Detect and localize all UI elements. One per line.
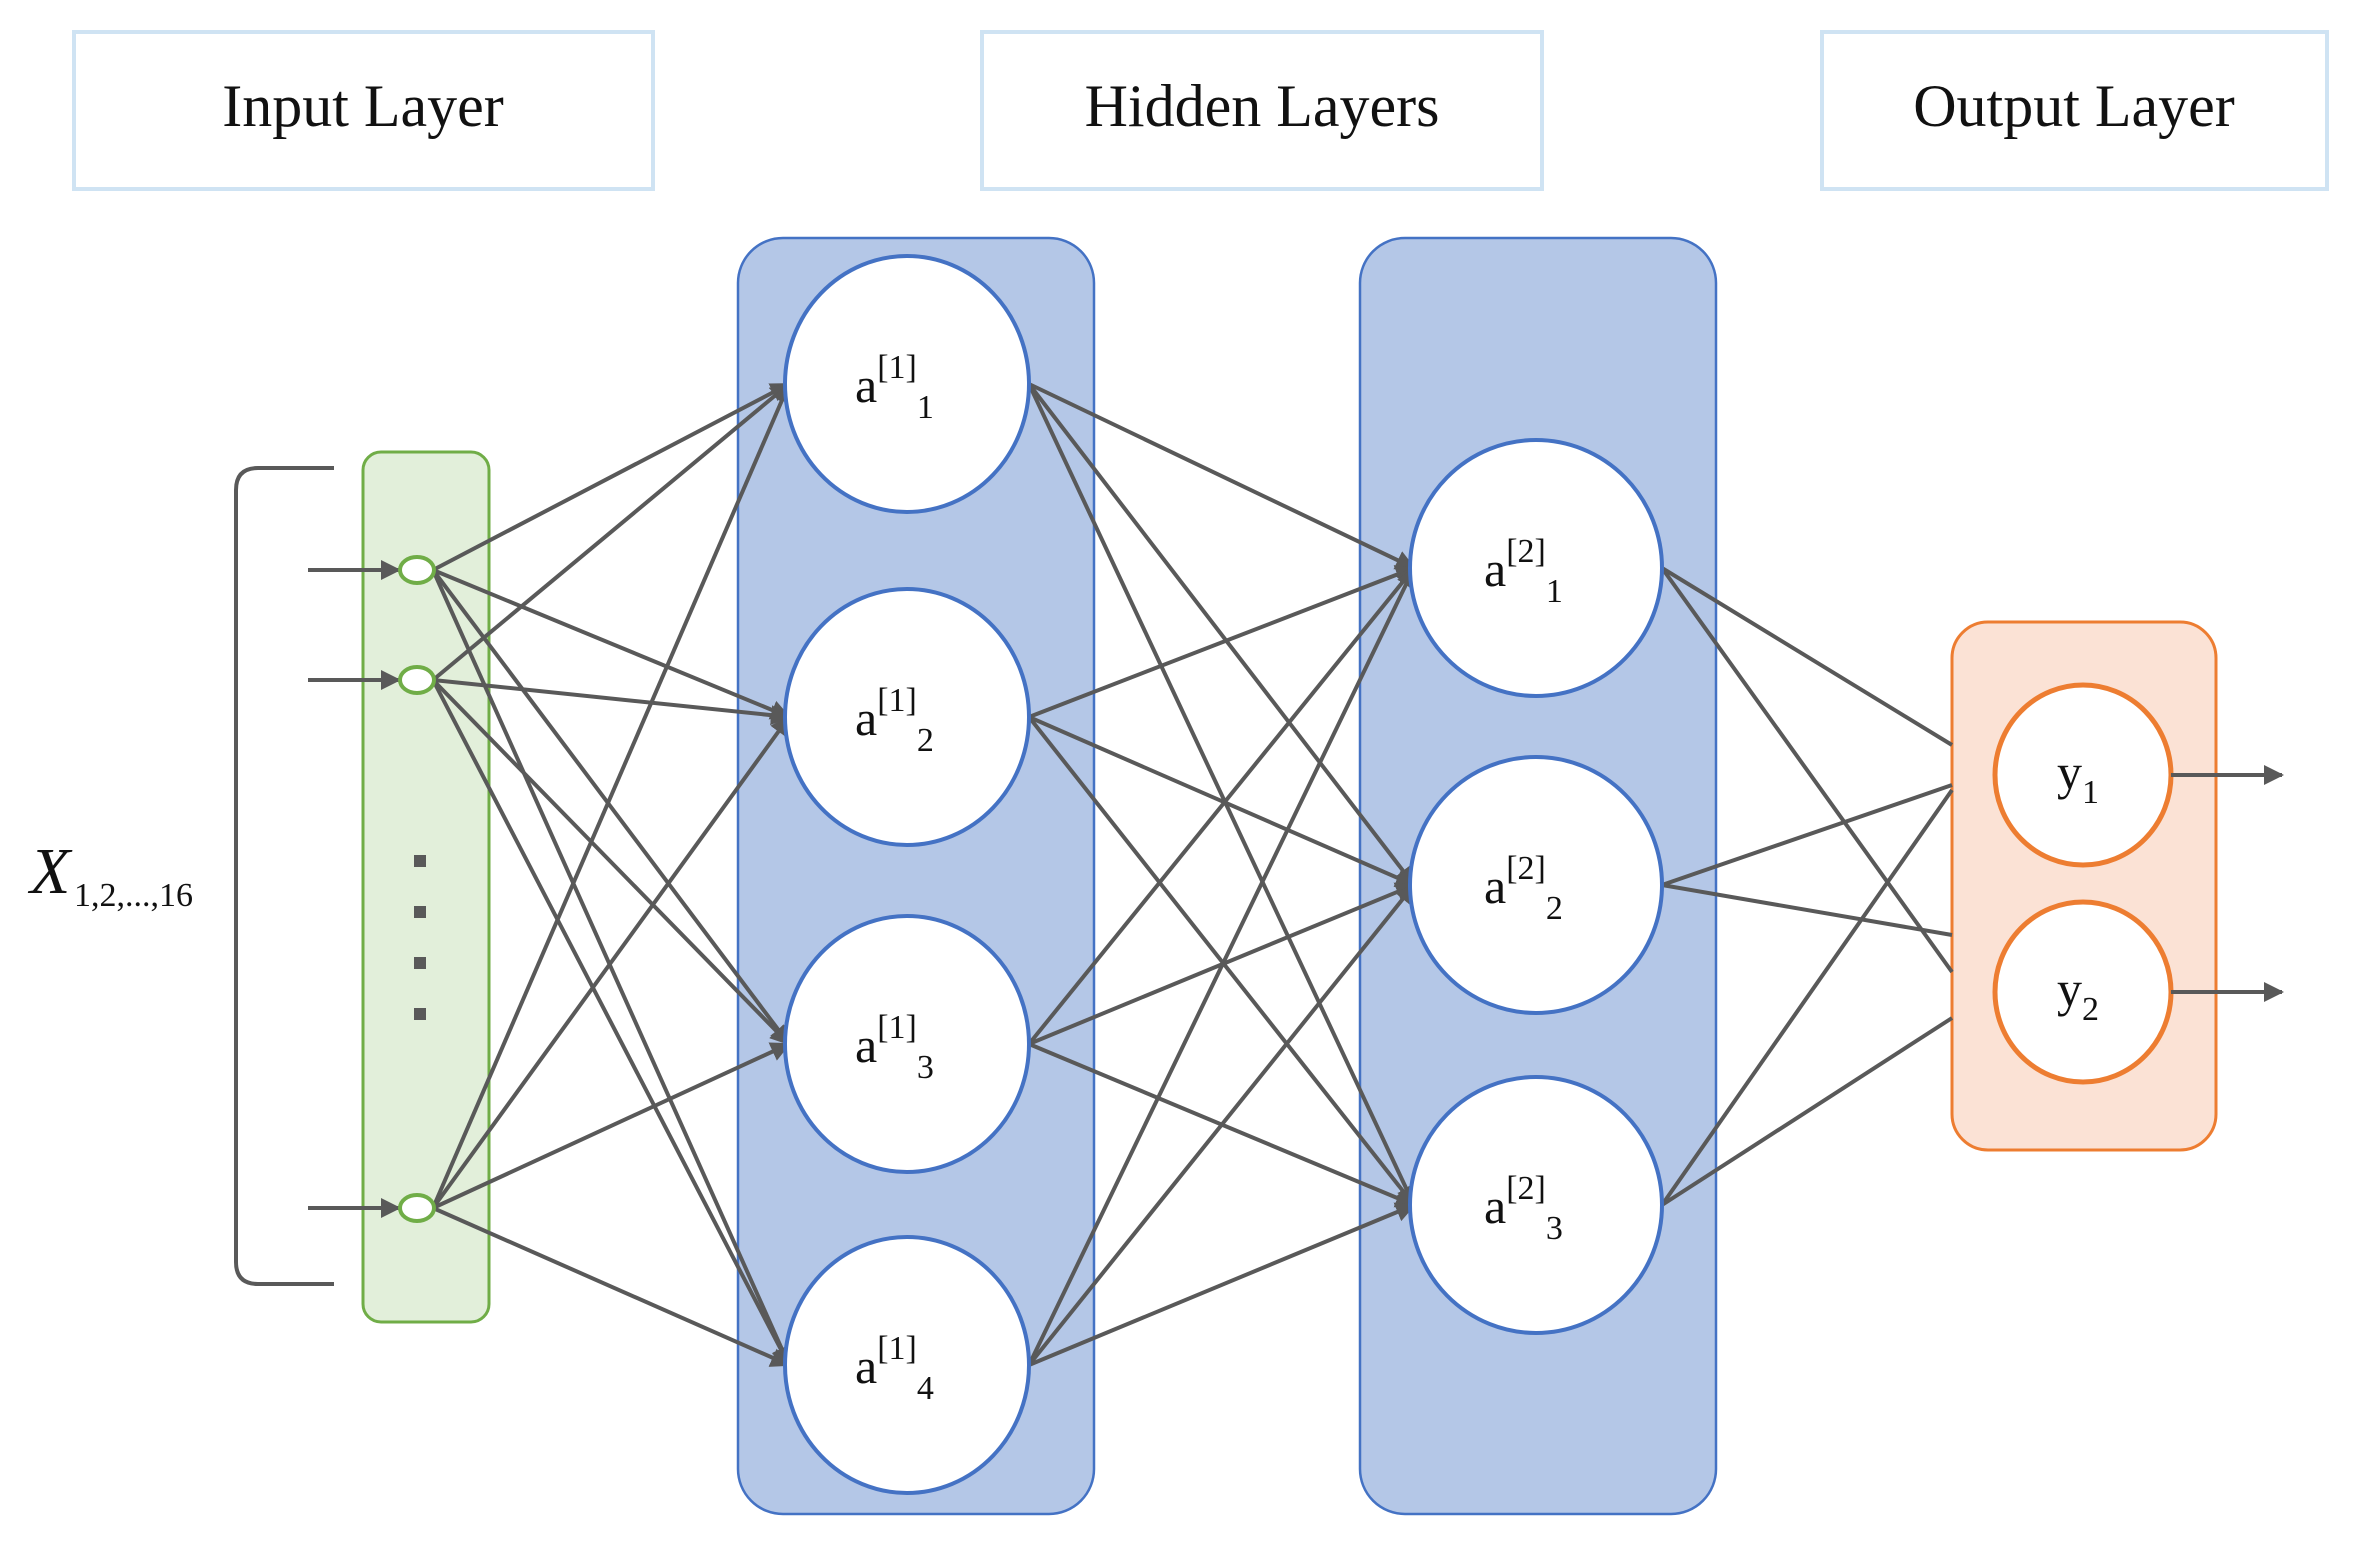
hidden-layer-1-panel	[736, 236, 1096, 1516]
output-arrows	[2171, 765, 2284, 1002]
hidden1-label-sup: [1]	[877, 1330, 917, 1367]
edge-h1-1-to-h2-3	[1027, 383, 1416, 1207]
edge-input-1-to-h1-3	[431, 568, 791, 1046]
edge-input-1-to-h1-1	[432, 382, 791, 572]
hidden1-node-label-4: a[1]4	[855, 1330, 934, 1407]
hidden2-label-sup: [2]	[1506, 850, 1546, 887]
header-input-layer: Input Layer	[72, 30, 655, 191]
edge-h2-2-to-output-2	[1661, 883, 1953, 937]
header-hidden-layers: Hidden Layers	[980, 30, 1544, 191]
input-arrows	[308, 560, 401, 1218]
edge-input-3-to-h1-3	[432, 1042, 791, 1210]
hidden2-label-base: a	[1484, 858, 1506, 914]
ellipsis-dot	[414, 1008, 426, 1020]
hidden1-label-base: a	[855, 690, 877, 746]
edge-h2-2-to-output-1	[1661, 783, 1953, 887]
header-input-text: Input Layer	[222, 73, 504, 139]
connection-edges	[431, 382, 1954, 1367]
edge-input-3-to-h1-4	[432, 1206, 791, 1367]
input-ellipsis	[414, 855, 426, 1020]
hidden1-label-sup: [1]	[877, 349, 917, 386]
header-output-box	[1820, 30, 2329, 191]
input-x-base: X	[27, 835, 73, 908]
hidden1-node-2	[783, 587, 1031, 847]
hidden2-label-sub: 2	[1546, 890, 1563, 927]
output-label-base: y	[2057, 744, 2082, 800]
edge-h1-2-to-h2-3	[1027, 715, 1416, 1207]
hidden1-node-label-2: a[1]2	[855, 682, 934, 759]
output-node-label-2: y2	[2057, 961, 2099, 1028]
input-node-2	[398, 665, 436, 695]
edge-h2-1-to-output-2	[1660, 566, 1954, 974]
hidden1-label-sub: 2	[917, 722, 934, 759]
edge-h2-1-to-output-1	[1660, 566, 1954, 747]
edge-h1-4-to-h2-3	[1028, 1202, 1416, 1367]
input-x-subscript: 1,2,...,16	[74, 877, 193, 914]
edge-h2-3-to-output-2	[1660, 1016, 1954, 1207]
edge-h1-1-to-h2-1	[1028, 382, 1416, 570]
hidden1-node-1	[783, 254, 1031, 514]
hidden2-label-sup: [2]	[1506, 533, 1546, 570]
input-node-1	[398, 555, 436, 585]
edge-h2-3-to-output-1	[1660, 788, 1954, 1207]
output-label-sub: 2	[2082, 991, 2099, 1028]
edge-h1-2-to-h2-1	[1028, 565, 1416, 719]
edge-h1-3-to-h2-1	[1027, 566, 1416, 1046]
edge-input-3-to-h1-1	[431, 382, 792, 1209]
output-label-base: y	[2057, 961, 2082, 1017]
hidden2-label-sub: 1	[1546, 573, 1563, 610]
hidden2-label-base: a	[1484, 541, 1506, 597]
hidden2-node-label-3: a[2]3	[1484, 1170, 1563, 1247]
hidden1-label-base: a	[855, 357, 877, 413]
hidden2-node-3	[1408, 1075, 1664, 1335]
edge-input-3-to-h1-2	[431, 715, 791, 1210]
input-node-3	[398, 1193, 436, 1223]
edge-input-1-to-h1-2	[432, 568, 791, 720]
output-node-label-1: y1	[2057, 744, 2099, 811]
ellipsis-dot	[414, 906, 426, 918]
hidden1-label-base: a	[855, 1338, 877, 1394]
hidden1-node-label-3: a[1]3	[855, 1009, 934, 1086]
hidden2-label-base: a	[1484, 1178, 1506, 1234]
edge-h1-4-to-h2-1	[1027, 566, 1416, 1366]
hidden1-label-sup: [1]	[877, 1009, 917, 1046]
edge-input-2-to-h1-2	[432, 678, 791, 726]
hidden1-label-sub: 3	[917, 1049, 934, 1086]
edge-h1-1-to-h2-2	[1027, 382, 1416, 887]
hidden2-node-label-2: a[2]2	[1484, 850, 1563, 927]
hidden1-label-sub: 4	[917, 1370, 934, 1407]
hidden2-label-sub: 3	[1546, 1210, 1563, 1247]
hidden1-label-sub: 1	[917, 389, 934, 426]
hidden2-label-sup: [2]	[1506, 1170, 1546, 1207]
hidden2-node-1	[1408, 438, 1664, 698]
header-output-layer: Output Layer	[1820, 30, 2329, 191]
header-hidden-box	[980, 30, 1544, 191]
hidden1-node-3	[783, 914, 1031, 1174]
edge-input-2-to-h1-3	[431, 678, 791, 1046]
edge-input-1-to-h1-4	[431, 569, 791, 1367]
ellipsis-dot	[414, 957, 426, 969]
hidden1-label-sup: [1]	[877, 682, 917, 719]
input-layer-panel	[361, 450, 491, 1324]
ellipsis-dot	[414, 855, 426, 867]
input-bracket	[234, 466, 334, 1286]
edge-input-2-to-h1-4	[431, 679, 791, 1367]
edge-h1-4-to-h2-2	[1027, 883, 1416, 1367]
hidden1-label-base: a	[855, 1017, 877, 1073]
hidden2-node-2	[1408, 755, 1664, 1015]
edge-input-2-to-h1-1	[431, 382, 791, 682]
input-x-label: X	[27, 835, 73, 908]
hidden1-node-4	[783, 1235, 1031, 1495]
header-hidden-text: Hidden Layers	[1085, 73, 1440, 139]
hidden1-node-label-1: a[1]1	[855, 349, 934, 426]
header-output-text: Output Layer	[1913, 73, 2235, 139]
output-label-sub: 1	[2082, 774, 2099, 811]
edge-h1-2-to-h2-2	[1028, 715, 1416, 887]
header-input-box	[72, 30, 655, 191]
hidden2-node-label-1: a[2]1	[1484, 533, 1563, 610]
